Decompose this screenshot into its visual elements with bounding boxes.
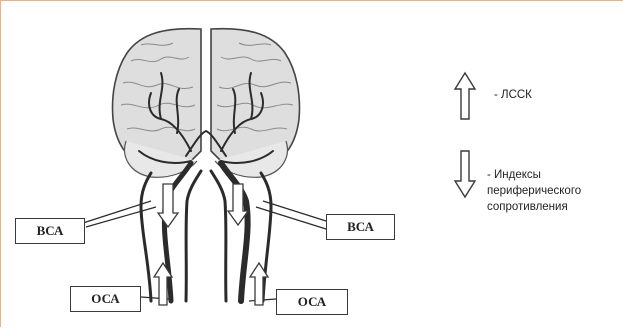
legend-icons <box>455 73 475 197</box>
label-oca-left: ОСА <box>70 286 141 312</box>
legend-down-line-1: - Индексы <box>487 167 581 183</box>
legend-down-line-2: периферического <box>487 183 581 199</box>
down-arrow-outline-icon <box>455 151 475 197</box>
legend-up-text: - ЛССК <box>494 87 532 103</box>
label-vca-left: ВСА <box>15 218 85 244</box>
brain <box>113 29 300 178</box>
up-arrow-outline-icon <box>455 73 475 119</box>
legend-down-line-3: сопротивления <box>487 199 581 215</box>
label-oca-right: ОСА <box>276 289 348 315</box>
vessel-down-arrows <box>158 184 248 227</box>
down-arrow-outline-icon <box>158 184 178 227</box>
legend-down-text: - Индексы периферического сопротивления <box>487 167 581 215</box>
label-vca-right: ВСА <box>326 214 395 240</box>
